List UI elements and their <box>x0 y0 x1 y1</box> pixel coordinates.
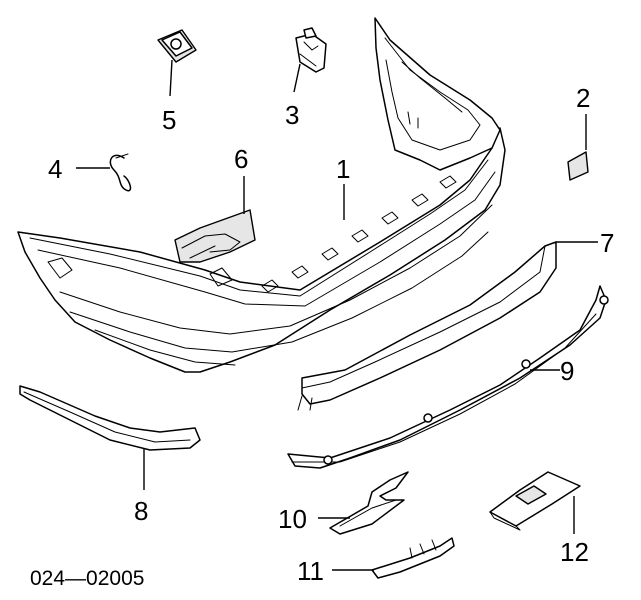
callout-4: 4 <box>48 154 62 184</box>
s-hook <box>109 153 132 192</box>
callout-1: 1 <box>336 154 350 184</box>
mounting-clip <box>295 27 327 73</box>
bumper-tag-plate <box>567 151 589 181</box>
slim-bracket <box>371 537 455 579</box>
callout-7: 7 <box>600 228 614 258</box>
callout-10: 10 <box>278 504 307 534</box>
callout-12: 12 <box>560 537 589 567</box>
leader-lines <box>76 59 598 571</box>
drawing-reference-number: 024—02005 <box>30 567 144 590</box>
small-bracket <box>329 471 409 535</box>
bumper-bracket <box>174 209 256 263</box>
nut-clip <box>157 29 197 63</box>
side-moulding-strip <box>19 385 201 451</box>
upper-trim-strip <box>297 241 557 411</box>
lower-moulding <box>287 285 609 469</box>
callout-9: 9 <box>560 356 574 386</box>
callout-2: 2 <box>576 83 590 113</box>
mount-block <box>489 471 581 531</box>
callout-11: 11 <box>297 556 324 586</box>
callout-8: 8 <box>134 496 148 526</box>
callout-5: 5 <box>162 105 176 135</box>
callout-3: 3 <box>285 100 299 130</box>
rear-bumper-cover <box>17 17 506 373</box>
callout-6: 6 <box>234 144 248 174</box>
